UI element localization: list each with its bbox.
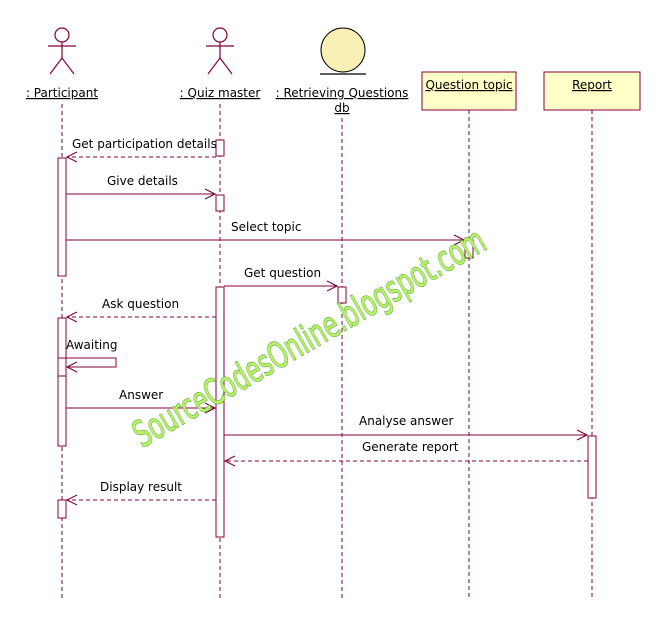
activations — [57, 139, 597, 538]
message-label: Give details — [107, 174, 178, 188]
participant-label: : Participant — [26, 86, 98, 100]
participant-actor-icon — [48, 27, 76, 75]
quiz-master-label: : Quiz master — [180, 86, 261, 100]
message-label: Analyse answer — [359, 414, 453, 428]
quiz-master-actor-icon — [206, 27, 234, 75]
activation-bar — [215, 286, 225, 538]
message-label: Get question — [244, 266, 321, 280]
message-label: Display result — [100, 480, 182, 494]
activation-bar — [464, 239, 474, 259]
messages — [66, 157, 588, 500]
message-label: Select topic — [231, 220, 301, 234]
activation-bar — [57, 499, 67, 519]
activation-bar — [337, 286, 347, 304]
activation-bar — [215, 139, 225, 157]
message-label: Ask question — [102, 297, 179, 311]
activation-bar — [215, 194, 225, 212]
activation-bar — [57, 357, 67, 377]
retrieving-db-label: : Retrieving Questions — [276, 86, 409, 100]
question-topic-label: Question topic — [425, 78, 512, 92]
message-label: Answer — [119, 388, 163, 402]
activation-bar — [57, 317, 67, 447]
entity-icon — [320, 27, 366, 75]
retrieving-db-label-line2: db — [334, 101, 349, 115]
report-label: Report — [572, 78, 612, 92]
activation-bar — [587, 435, 597, 499]
self-message-arrow — [66, 357, 117, 367]
question-topic-box — [421, 71, 517, 111]
message-label: Get participation details — [72, 137, 217, 151]
message-label: Awaiting — [66, 338, 118, 352]
activation-bar — [57, 157, 67, 277]
message-label: Generate report — [362, 440, 459, 454]
